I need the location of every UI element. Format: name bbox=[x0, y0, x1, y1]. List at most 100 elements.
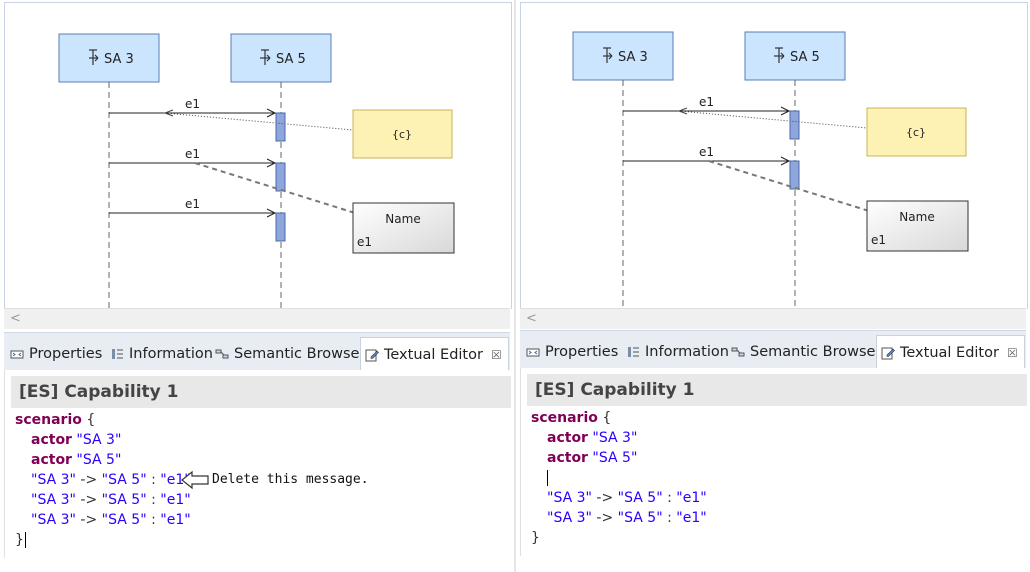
msg-to: "SA 5" bbox=[101, 492, 147, 508]
semantic-browser-icon bbox=[731, 347, 745, 357]
constraint-box[interactable]: {c} bbox=[352, 109, 453, 159]
tab-textual-editor-label: Textual Editor bbox=[900, 344, 999, 361]
tab-properties-label: Properties bbox=[545, 344, 619, 360]
actor-name: "SA 5" bbox=[76, 452, 122, 468]
keyword-scenario: scenario bbox=[531, 410, 598, 426]
message-2-label: e1 bbox=[699, 145, 714, 159]
horizontal-scrollbar[interactable]: < bbox=[4, 308, 510, 329]
message-1[interactable]: e1 bbox=[623, 95, 791, 116]
tab-textual-editor[interactable]: Textual Editor ☒ bbox=[876, 335, 1025, 369]
right-panel: SA 3 SA 5 e1 e1 bbox=[516, 0, 1030, 572]
sequence-diagram[interactable]: SA 3 SA 5 e1 bbox=[4, 2, 512, 309]
view-tab-bar: Properties Information Semantic Browser … bbox=[4, 332, 510, 371]
msg-name: "e1" bbox=[160, 512, 191, 528]
constraint-text: {c} bbox=[906, 126, 926, 139]
view-tab-bar: Properties Information Semantic Browser … bbox=[520, 330, 1026, 369]
actor-name: "SA 5" bbox=[592, 450, 638, 466]
msg-from: "SA 3" bbox=[31, 472, 76, 488]
semantic-browser-icon bbox=[215, 349, 229, 359]
code-line: actor "SA 5" bbox=[531, 448, 707, 468]
code-line-message-2: "SA 3" -> "SA 5" : "e1" bbox=[531, 508, 707, 528]
brace-open: { bbox=[602, 410, 612, 426]
note-link bbox=[194, 162, 356, 214]
information-icon bbox=[112, 349, 123, 359]
tab-information[interactable]: Information bbox=[110, 339, 213, 369]
tab-textual-editor[interactable]: Textual Editor ☒ bbox=[360, 337, 509, 371]
note-body: e1 bbox=[871, 233, 886, 247]
msg-from: "SA 3" bbox=[547, 510, 592, 526]
brace-open: { bbox=[86, 412, 96, 428]
actor-name: "SA 3" bbox=[592, 430, 638, 446]
msg-name: "e1" bbox=[160, 472, 191, 488]
tab-properties-label: Properties bbox=[29, 346, 103, 362]
lifeline-sa3-label: SA 3 bbox=[618, 50, 648, 65]
tab-semantic-browser-label: Semantic Browser bbox=[234, 346, 366, 362]
properties-icon bbox=[10, 350, 24, 359]
close-icon[interactable]: ☒ bbox=[1006, 345, 1018, 360]
system-actor-icon bbox=[774, 47, 785, 63]
sequence-diagram[interactable]: SA 3 SA 5 e1 e1 bbox=[520, 2, 1028, 309]
execution-1[interactable] bbox=[275, 112, 286, 142]
textual-editor[interactable]: [ES] Capability 1 scenario { actor "SA 3… bbox=[520, 368, 1027, 556]
note-box[interactable]: Name e1 bbox=[352, 202, 455, 254]
execution-2[interactable] bbox=[789, 160, 800, 190]
pointer-arrow-icon bbox=[181, 470, 209, 490]
constraint-link bbox=[164, 112, 354, 131]
constraint-link bbox=[678, 110, 868, 129]
brace-close: } bbox=[531, 530, 540, 546]
message-2[interactable]: e1 bbox=[109, 147, 277, 168]
msg-colon: : bbox=[151, 472, 156, 488]
text-cursor: ​ bbox=[24, 532, 26, 548]
code-line: } bbox=[531, 528, 707, 548]
code-area[interactable]: scenario { actor "SA 3" actor "SA 5" "SA… bbox=[15, 410, 191, 550]
msg-to: "SA 5" bbox=[101, 512, 147, 528]
close-icon[interactable]: ☒ bbox=[490, 347, 502, 362]
tab-semantic-browser[interactable]: Semantic Browser bbox=[215, 339, 365, 369]
system-actor-icon bbox=[260, 49, 271, 65]
lifeline-sa5-head[interactable]: SA 5 bbox=[744, 31, 846, 81]
note-body: e1 bbox=[357, 235, 372, 249]
textual-editor[interactable]: [ES] Capability 1 scenario { actor "SA 3… bbox=[4, 370, 511, 558]
message-3[interactable]: e1 bbox=[109, 197, 277, 218]
lifeline-sa5-label: SA 5 bbox=[276, 52, 306, 67]
annotation-text: Delete this message. bbox=[212, 472, 369, 487]
msg-to: "SA 5" bbox=[617, 490, 663, 506]
message-2[interactable]: e1 bbox=[623, 145, 791, 166]
lifeline-sa3-head[interactable]: SA 3 bbox=[572, 31, 674, 81]
code-line-message-1: "SA 3" -> "SA 5" : "e1" bbox=[531, 488, 707, 508]
tab-properties[interactable]: Properties bbox=[10, 339, 102, 369]
tab-information[interactable]: Information bbox=[626, 337, 729, 367]
code-line: actor "SA 3" bbox=[15, 430, 191, 450]
note-title: Name bbox=[899, 210, 934, 224]
message-1[interactable]: e1 bbox=[109, 97, 277, 118]
brace-close: } bbox=[15, 532, 24, 548]
horizontal-scrollbar[interactable]: < bbox=[520, 308, 1026, 329]
code-line: actor "SA 5" bbox=[15, 450, 191, 470]
code-area[interactable]: scenario { actor "SA 3" actor "SA 5" ​ "… bbox=[531, 408, 707, 548]
message-3-label: e1 bbox=[185, 197, 200, 211]
panel-divider bbox=[514, 0, 516, 572]
execution-1[interactable] bbox=[789, 110, 800, 140]
text-cursor: ​ bbox=[547, 470, 548, 486]
msg-from: "SA 3" bbox=[31, 492, 76, 508]
scroll-left-icon[interactable]: < bbox=[10, 311, 21, 326]
lifeline-sa5-head[interactable]: SA 5 bbox=[230, 33, 332, 83]
editor-title: [ES] Capability 1 bbox=[527, 374, 1027, 406]
tab-textual-editor-label: Textual Editor bbox=[384, 346, 483, 363]
information-icon bbox=[628, 347, 639, 357]
tab-properties[interactable]: Properties bbox=[526, 337, 618, 367]
textual-editor-icon bbox=[365, 349, 379, 361]
scroll-left-icon[interactable]: < bbox=[526, 311, 537, 326]
message-1-label: e1 bbox=[185, 97, 200, 111]
tab-information-label: Information bbox=[645, 344, 729, 360]
msg-from: "SA 3" bbox=[547, 490, 592, 506]
msg-arrow: -> bbox=[596, 490, 614, 506]
execution-3[interactable] bbox=[275, 212, 286, 242]
note-box[interactable]: Name e1 bbox=[866, 200, 969, 252]
lifeline-sa3-head[interactable]: SA 3 bbox=[58, 33, 160, 83]
tab-semantic-browser[interactable]: Semantic Browser bbox=[731, 337, 881, 367]
constraint-box[interactable]: {c} bbox=[866, 107, 967, 157]
code-line-empty: ​ bbox=[531, 468, 707, 488]
execution-2[interactable] bbox=[275, 162, 286, 192]
textual-editor-icon bbox=[881, 347, 895, 359]
